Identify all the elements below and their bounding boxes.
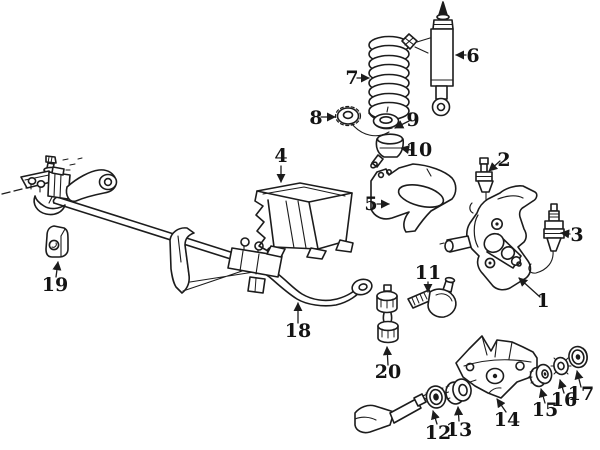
bracket-bushing [528,363,553,388]
callout-16: 16 [551,389,577,411]
leader-13 [454,406,464,422]
radius-arm-shaft [354,379,477,434]
leader-12 [431,410,440,425]
leader-10 [400,145,412,155]
callout-leaders [52,50,584,425]
tie-rod-end [407,276,457,318]
leader-9 [394,120,410,129]
leader-14 [496,398,507,413]
callout-11: 11 [415,262,441,284]
callout-6: 6 [466,45,479,67]
leader-20 [382,346,392,366]
callout-numbers: 1 2 3 4 5 6 7 8 9 10 11 12 13 14 15 16 1… [42,45,594,444]
retainer-washer [568,345,588,369]
leader-1 [518,277,541,298]
callout-19: 19 [42,274,68,296]
callout-1: 1 [536,290,549,312]
spring-tower-bracket [254,182,354,260]
spring-upper-retainer [334,105,390,137]
coil-spring [368,33,431,122]
stabilizer-bar-link [376,284,399,344]
steering-knuckle [439,185,538,291]
callout-15: 15 [532,399,558,421]
callout-17: 17 [568,383,594,405]
callout-7: 7 [345,67,358,89]
callout-9: 9 [406,109,419,131]
leader-15 [538,388,548,404]
leader-17 [574,370,584,388]
callout-5: 5 [364,193,377,215]
callout-10: 10 [406,139,432,161]
callout-8: 8 [309,107,322,129]
shock-absorber [430,1,454,117]
leader-19 [52,261,62,278]
leader-2 [488,160,501,172]
lower-ball-joint [528,203,565,274]
upper-control-arm [370,163,457,233]
callout-13: 13 [446,419,472,441]
spring-lower-seat [370,133,405,169]
callout-18: 18 [285,320,311,342]
callout-14: 14 [494,409,520,431]
bracket-washer [550,356,572,376]
leader-16 [558,379,567,394]
stabilizer-bar-insulator [45,225,69,258]
callout-12: 12 [425,422,451,444]
callout-3: 3 [570,224,583,246]
axle-pivot-assembly [1,155,118,216]
radius-arm-washer [425,385,447,409]
callout-2: 2 [497,149,510,171]
radius-arm-bracket [455,335,538,399]
stabilizer-bar-strap [169,227,255,294]
callout-20: 20 [375,361,401,383]
upper-ball-joint [475,157,494,202]
radius-arm-bushing [445,378,472,405]
leader-3 [560,229,571,239]
callout-4: 4 [274,145,287,167]
